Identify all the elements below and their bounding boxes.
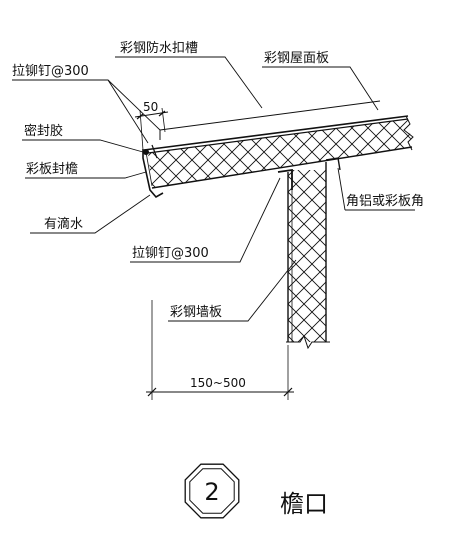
label-wall-panel: 彩钢墙板 bbox=[170, 305, 222, 320]
dimension-50: 50 bbox=[134, 100, 169, 151]
label-sealant: 密封胶 bbox=[24, 123, 63, 139]
detail-number: 2 bbox=[204, 478, 219, 506]
dim-50-label: 50 bbox=[143, 100, 158, 114]
label-corner-trim: 角铝或彩板角 bbox=[346, 194, 424, 209]
leader-lines bbox=[12, 56, 415, 322]
label-rivet-top: 拉铆钉@300 bbox=[12, 64, 89, 79]
roof-panel bbox=[143, 115, 414, 189]
dimension-overhang: 150~500 bbox=[146, 300, 294, 400]
rivet-mark bbox=[151, 144, 158, 159]
gutter-cap bbox=[159, 100, 381, 140]
label-drip: 有滴水 bbox=[44, 216, 83, 232]
eave-flashing bbox=[142, 144, 164, 199]
label-eave-flashing: 彩板封檐 bbox=[26, 162, 78, 177]
detail-badge: 2 bbox=[184, 463, 240, 519]
wall-panel bbox=[286, 162, 330, 350]
dim-overhang-label: 150~500 bbox=[190, 376, 246, 390]
corner-trim bbox=[277, 157, 341, 190]
label-rivet-bottom: 拉铆钉@300 bbox=[132, 246, 209, 261]
sealant-bead bbox=[143, 149, 149, 155]
label-gutter-cap: 彩钢防水扣槽 bbox=[120, 40, 198, 56]
label-roof-panel: 彩钢屋面板 bbox=[264, 51, 329, 66]
detail-title: 檐口 bbox=[280, 490, 328, 518]
labels: 彩钢防水扣槽 彩钢屋面板 拉铆钉@300 密封胶 彩板封檐 有滴水 拉铆钉@30… bbox=[12, 40, 424, 320]
